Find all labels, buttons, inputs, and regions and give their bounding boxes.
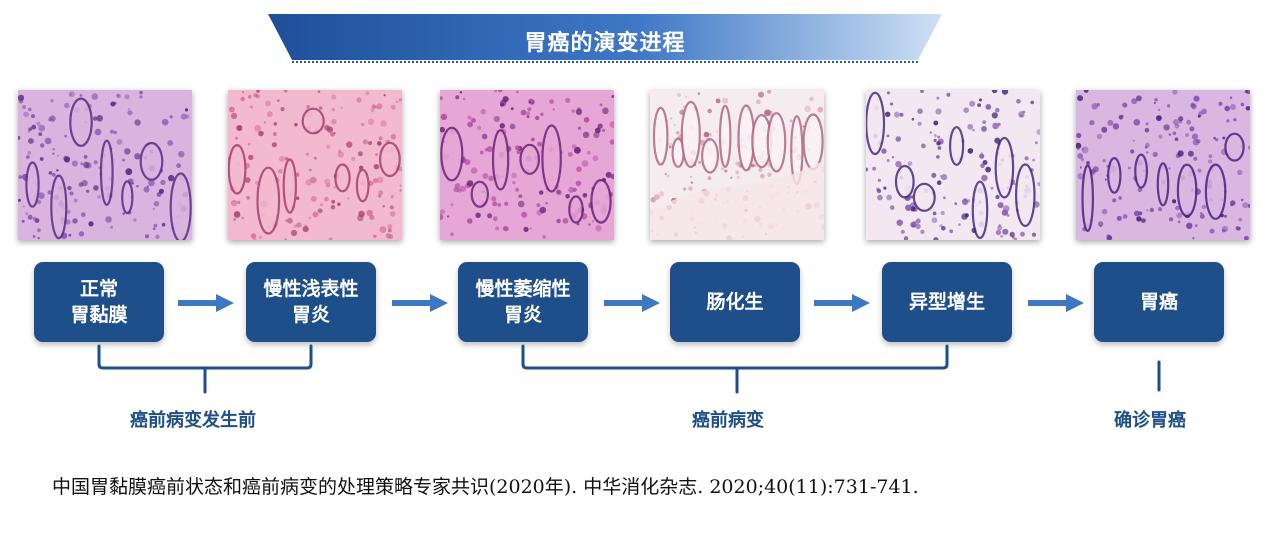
stage-dysplasia: 异型增生: [882, 262, 1012, 342]
normal-mucosa-micrograph: [18, 90, 192, 240]
bracket-pre-lesion: [97, 344, 313, 370]
stage-label-line1: 正常: [79, 278, 118, 300]
stage-label-line1: 慢性浅表性: [263, 278, 359, 300]
stage-label-line1: 异型增生: [908, 291, 985, 313]
arrow-right-icon: [814, 294, 870, 312]
arrow-right-icon: [392, 294, 448, 312]
stage-atrophic-gastritis: 慢性萎缩性 胃炎: [458, 262, 588, 342]
atrophic-gastritis-micrograph: [440, 90, 614, 240]
stage-label-line2: 胃黏膜: [70, 304, 128, 326]
citation-text: 中国胃黏膜癌前状态和癌前病变的处理策略专家共识(2020年). 中华消化杂志. …: [52, 476, 919, 498]
stage-label-line2: 胃炎: [291, 304, 330, 326]
bracket-precancerous: [521, 344, 949, 370]
stage-label-line1: 肠化生: [706, 291, 764, 313]
title-banner-shape: [268, 14, 942, 63]
arrow-right-icon: [178, 294, 234, 312]
group-label-cancer: 确诊胃癌: [1114, 410, 1186, 431]
page-title: 胃癌的演变进程: [524, 31, 686, 56]
stage-label-line1: 胃癌: [1139, 291, 1178, 313]
superficial-gastritis-micrograph: [228, 90, 402, 240]
arrow-right-icon: [604, 294, 660, 312]
stage-normal-mucosa: 正常 胃黏膜: [34, 262, 164, 342]
stage-gastric-cancer: 胃癌: [1094, 262, 1224, 342]
group-label-precancerous: 癌前病变: [692, 410, 764, 431]
stage-label-line1: 慢性萎缩性: [475, 278, 571, 300]
dysplasia-micrograph: [866, 90, 1040, 240]
title-banner: 胃癌的演变进程: [268, 14, 942, 64]
group-label-pre-lesion: 癌前病变发生前: [130, 410, 256, 431]
stage-intestinal-metaplasia: 肠化生: [670, 262, 800, 342]
group-brackets: [97, 344, 1161, 394]
intestinal-metaplasia-micrograph: [650, 90, 824, 240]
stage-superficial-gastritis: 慢性浅表性 胃炎: [246, 262, 376, 342]
gastric-cancer-micrograph: [1076, 90, 1250, 240]
stage-label-line2: 胃炎: [503, 304, 542, 326]
arrow-right-icon: [1028, 294, 1084, 312]
